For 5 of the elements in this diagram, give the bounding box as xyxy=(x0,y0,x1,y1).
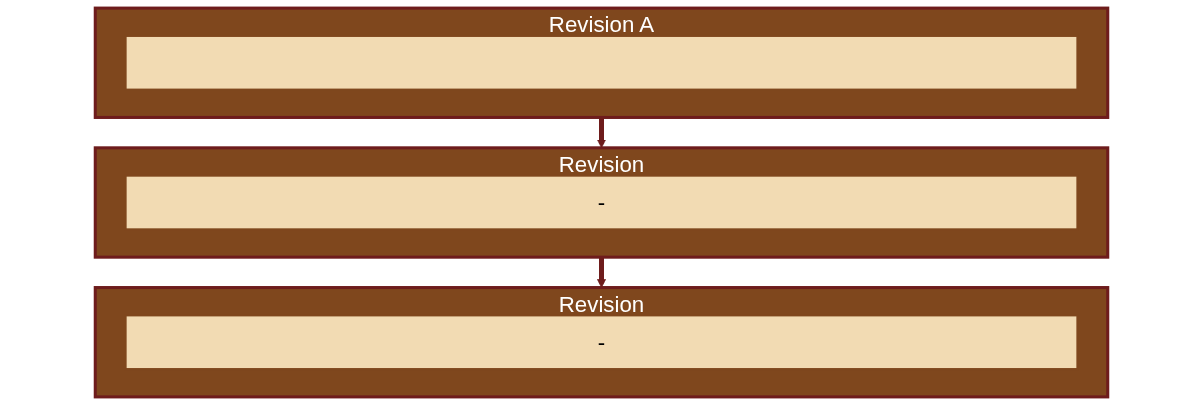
node-box: - xyxy=(124,174,1079,231)
node-box: - xyxy=(124,314,1079,371)
cluster: Revision A xyxy=(93,6,1110,119)
arrow xyxy=(597,257,606,288)
node-box xyxy=(124,34,1079,91)
